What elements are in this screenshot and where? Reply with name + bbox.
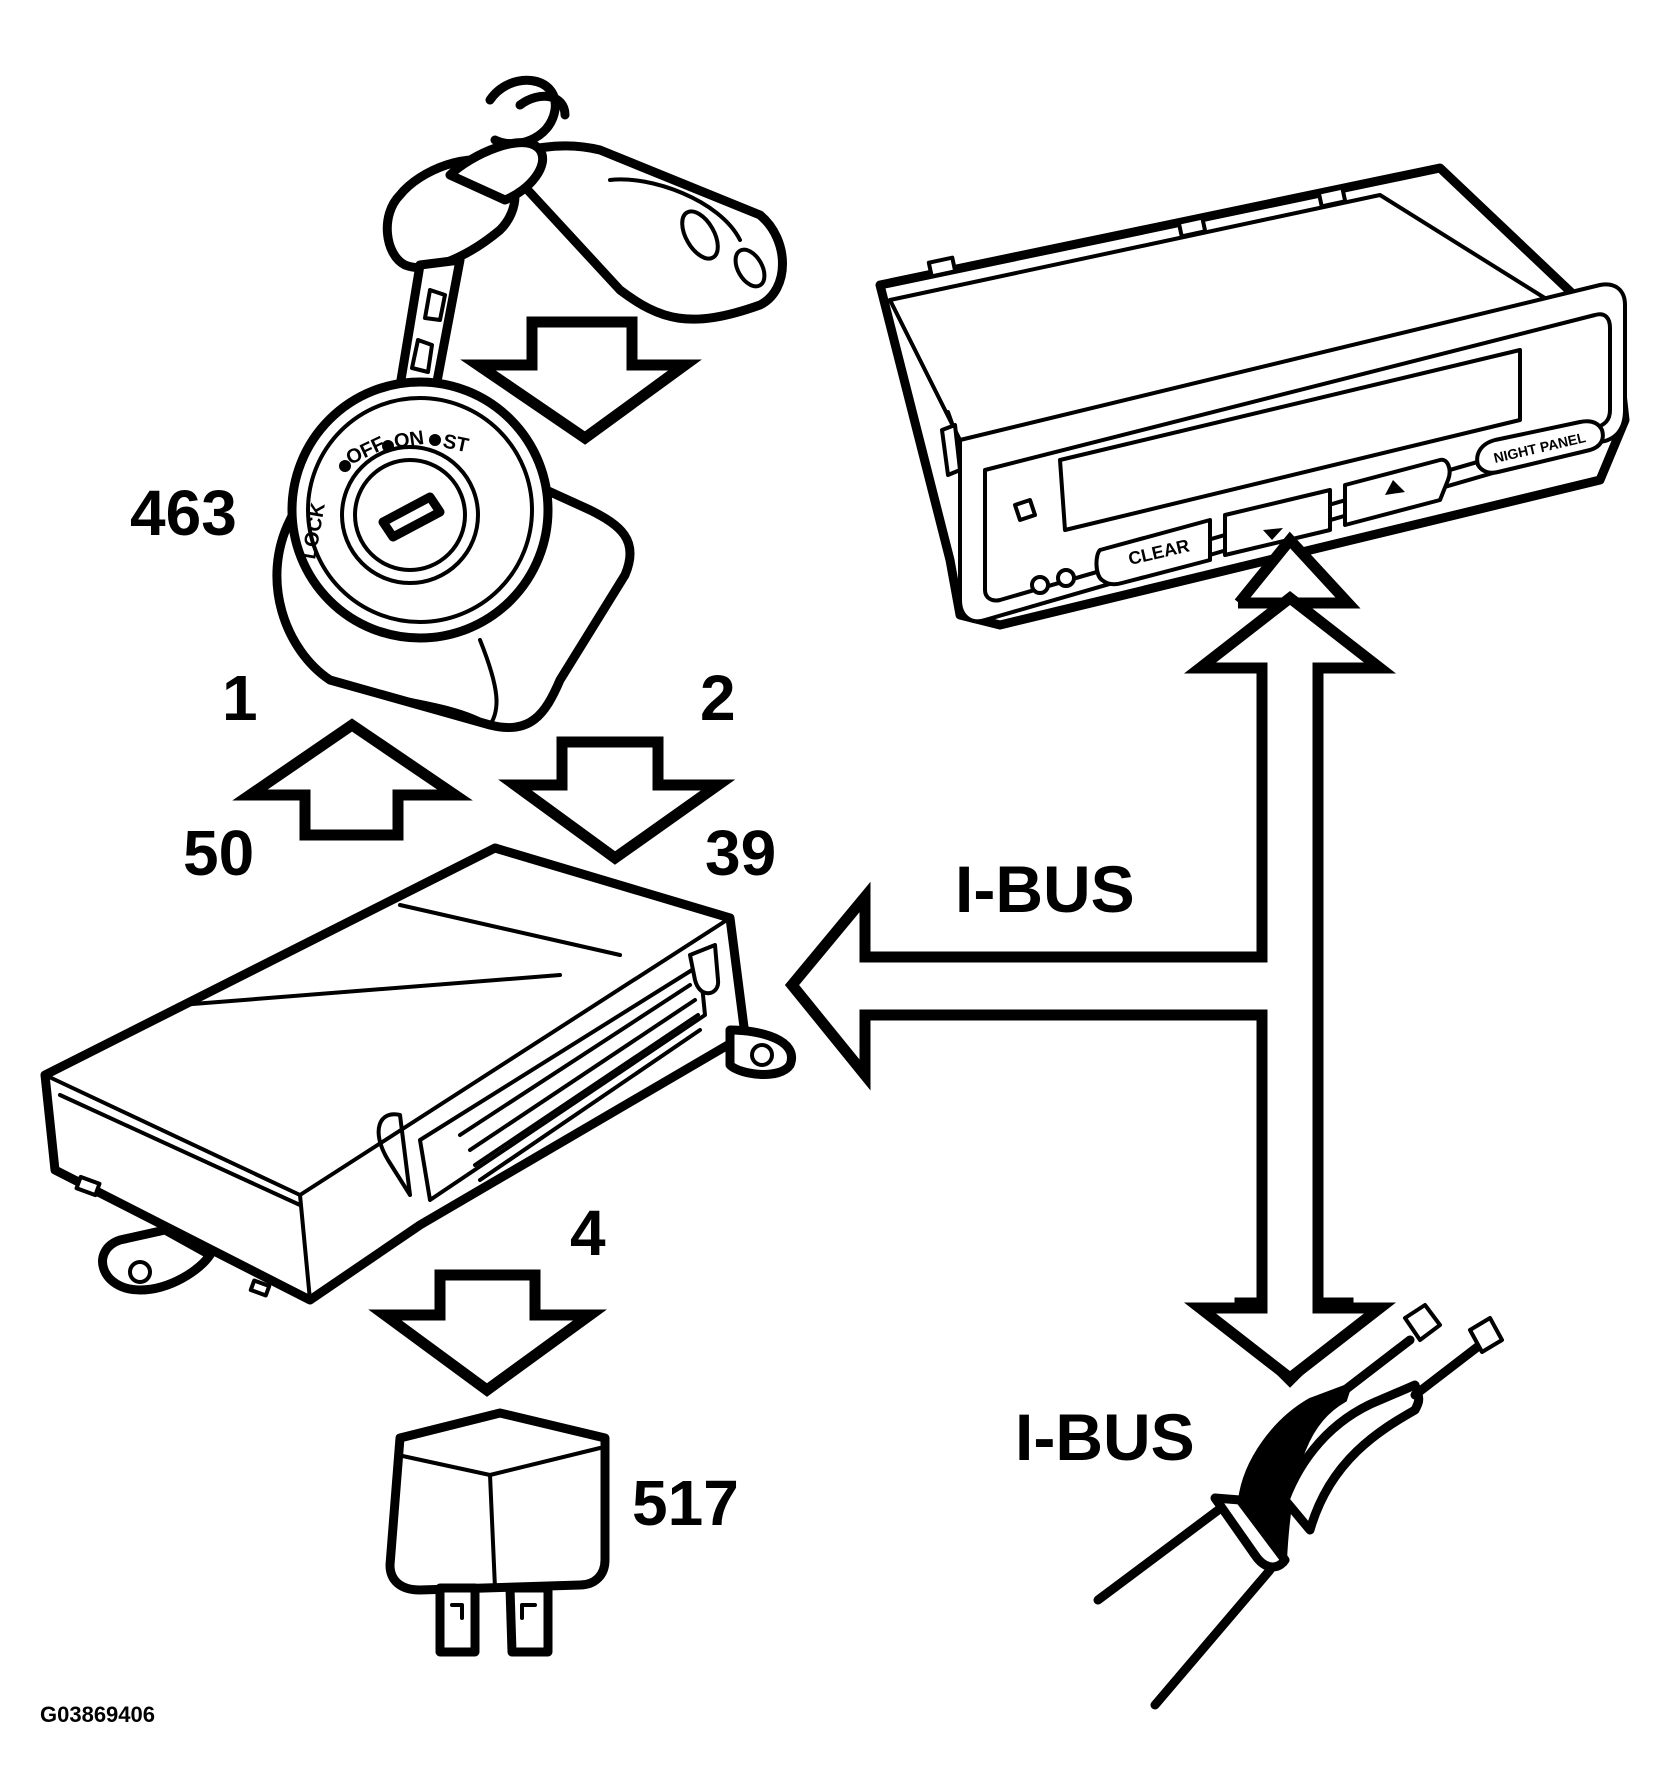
label-terminal-50: 50	[183, 817, 254, 889]
label-ibus-lower: I-BUS	[1015, 1400, 1195, 1474]
switch-position-on: ON	[393, 427, 426, 453]
arrow-key-insert	[460, 316, 702, 445]
label-463: 463	[130, 477, 237, 549]
label-terminal-39: 39	[705, 817, 776, 889]
figure-code: G03869406	[40, 1702, 155, 1727]
label-signal-2: 2	[700, 662, 736, 734]
label-relay-517: 517	[632, 1467, 739, 1539]
label-ibus-upper: I-BUS	[955, 852, 1135, 926]
relay-illustration	[385, 1408, 610, 1657]
ibus-cable-illustration	[1093, 1303, 1504, 1710]
ignition-switch-illustration: LOCK OFF ON ST	[272, 377, 635, 733]
control-module-illustration	[40, 843, 796, 1305]
switch-position-start: ST	[441, 430, 471, 457]
arrow-to-relay	[368, 1269, 607, 1397]
arrow-signal-up	[232, 718, 473, 841]
label-module-4: 4	[570, 1197, 606, 1269]
label-signal-1: 1	[222, 662, 258, 734]
display-unit-illustration: CLEAR NIGHT PANEL	[875, 163, 1630, 630]
ibus-bus-line	[784, 591, 1397, 1385]
arrow-signal-down	[498, 736, 736, 865]
